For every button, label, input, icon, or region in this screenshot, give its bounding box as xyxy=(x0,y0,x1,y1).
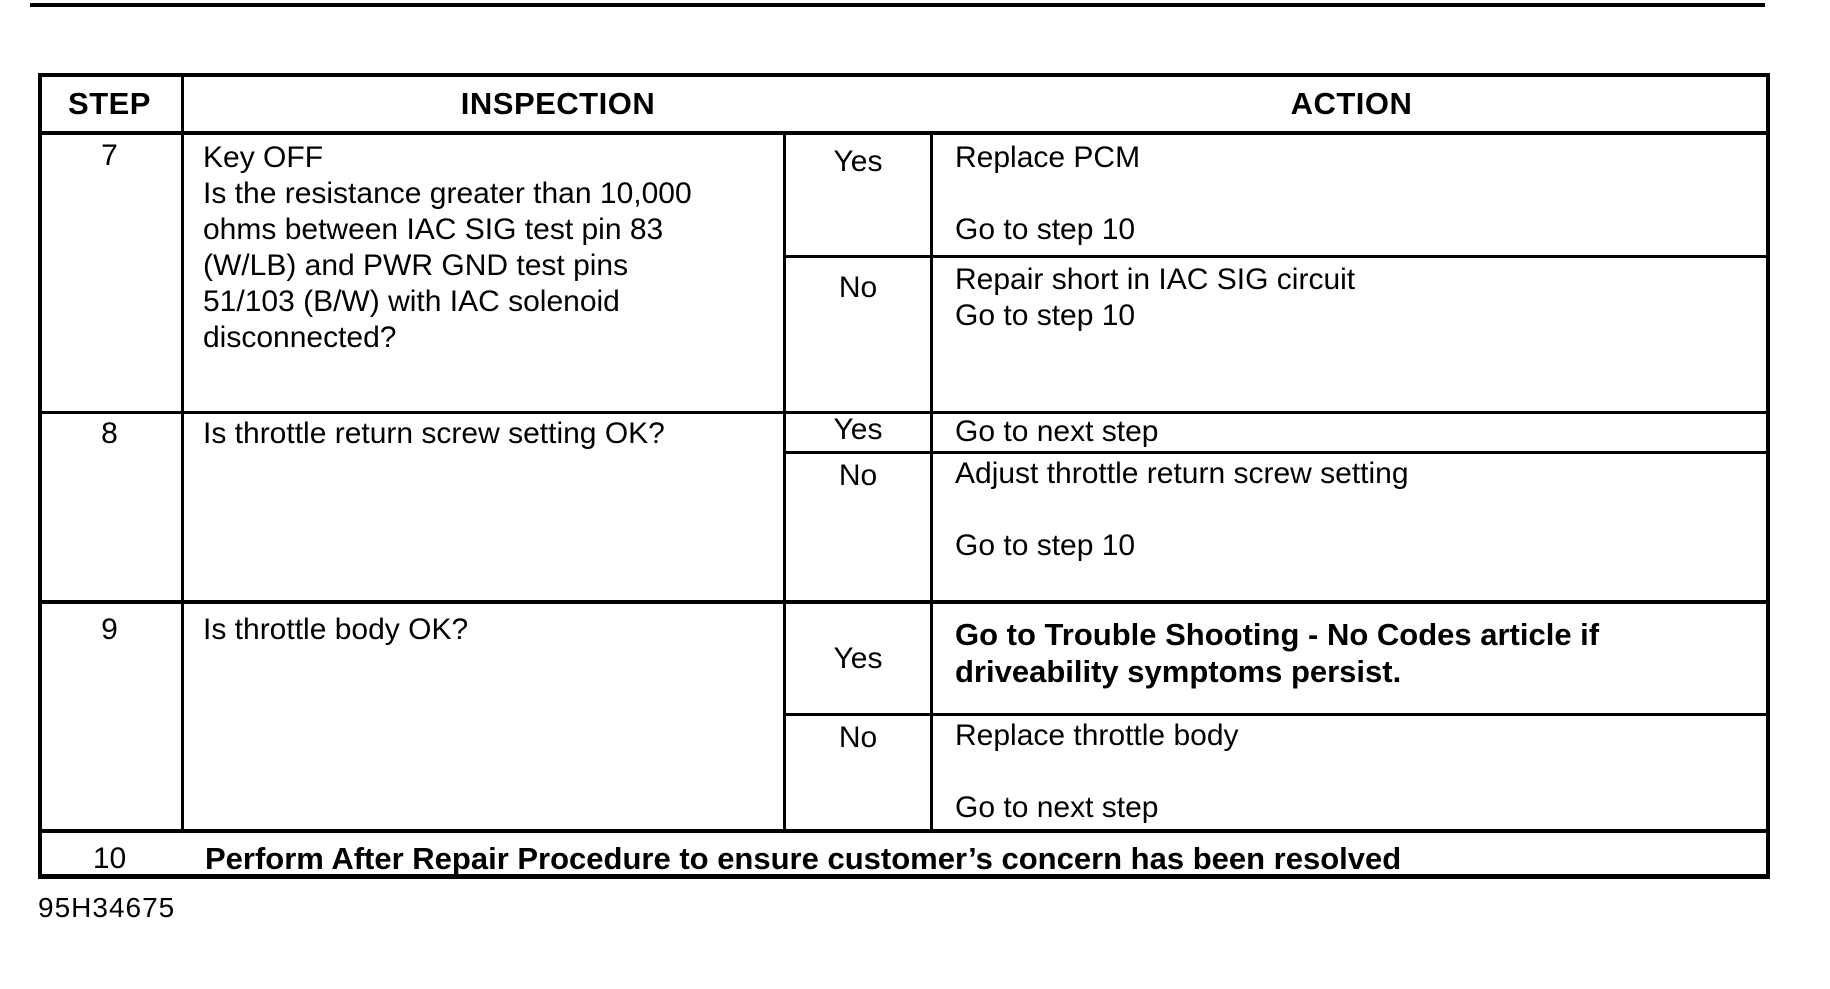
step-column-rule xyxy=(181,73,184,831)
header-inspection: INSPECTION xyxy=(460,86,656,121)
row7-row8-rule xyxy=(40,411,1768,414)
inspection-text: Is throttle return screw setting OK? xyxy=(203,417,665,450)
yes-action-text: Replace PCM Go to step 10 xyxy=(955,141,1141,246)
header-bottom-rule xyxy=(38,131,1770,135)
yes-label: Yes xyxy=(833,145,883,178)
step-number: 8 xyxy=(101,417,118,450)
step-number: 7 xyxy=(101,139,118,172)
row8-row9-rule xyxy=(38,600,1770,604)
row7-yes-no-rule xyxy=(783,255,1768,258)
no-label: No xyxy=(838,271,878,304)
yes-label: Yes xyxy=(833,413,883,446)
yes-action-text: Go to Trouble Shooting - No Codes articl… xyxy=(955,617,1600,689)
no-action-text: Repair short in IAC SIG circuit Go to st… xyxy=(955,263,1356,332)
no-action-text: Adjust throttle return screw setting Go … xyxy=(955,457,1409,562)
final-action-text: Perform After Repair Procedure to ensure… xyxy=(205,841,1402,876)
row9-yes-no-rule xyxy=(783,713,1768,716)
no-label: No xyxy=(838,459,878,492)
inspection-text: Is throttle body OK? xyxy=(203,613,469,646)
inspection-text: Key OFF Is the resistance greater than 1… xyxy=(203,141,692,354)
yes-label: Yes xyxy=(833,642,883,675)
yesno-right-rule xyxy=(930,131,933,831)
step-number: 10 xyxy=(92,842,127,875)
figure-id: 95H34675 xyxy=(38,892,176,923)
no-action-text: Replace throttle body Go to next step xyxy=(955,719,1239,824)
table-outer-border xyxy=(38,73,1770,879)
yesno-left-rule xyxy=(783,131,786,831)
no-label: No xyxy=(838,721,878,754)
header-action: ACTION xyxy=(1290,86,1413,121)
step-number: 9 xyxy=(101,613,118,646)
top-scan-line xyxy=(30,3,1765,7)
row8-yes-no-rule xyxy=(783,451,1768,454)
yes-action-text: Go to next step xyxy=(955,415,1159,448)
row9-row10-rule xyxy=(38,829,1770,833)
header-step: STEP xyxy=(68,86,151,121)
